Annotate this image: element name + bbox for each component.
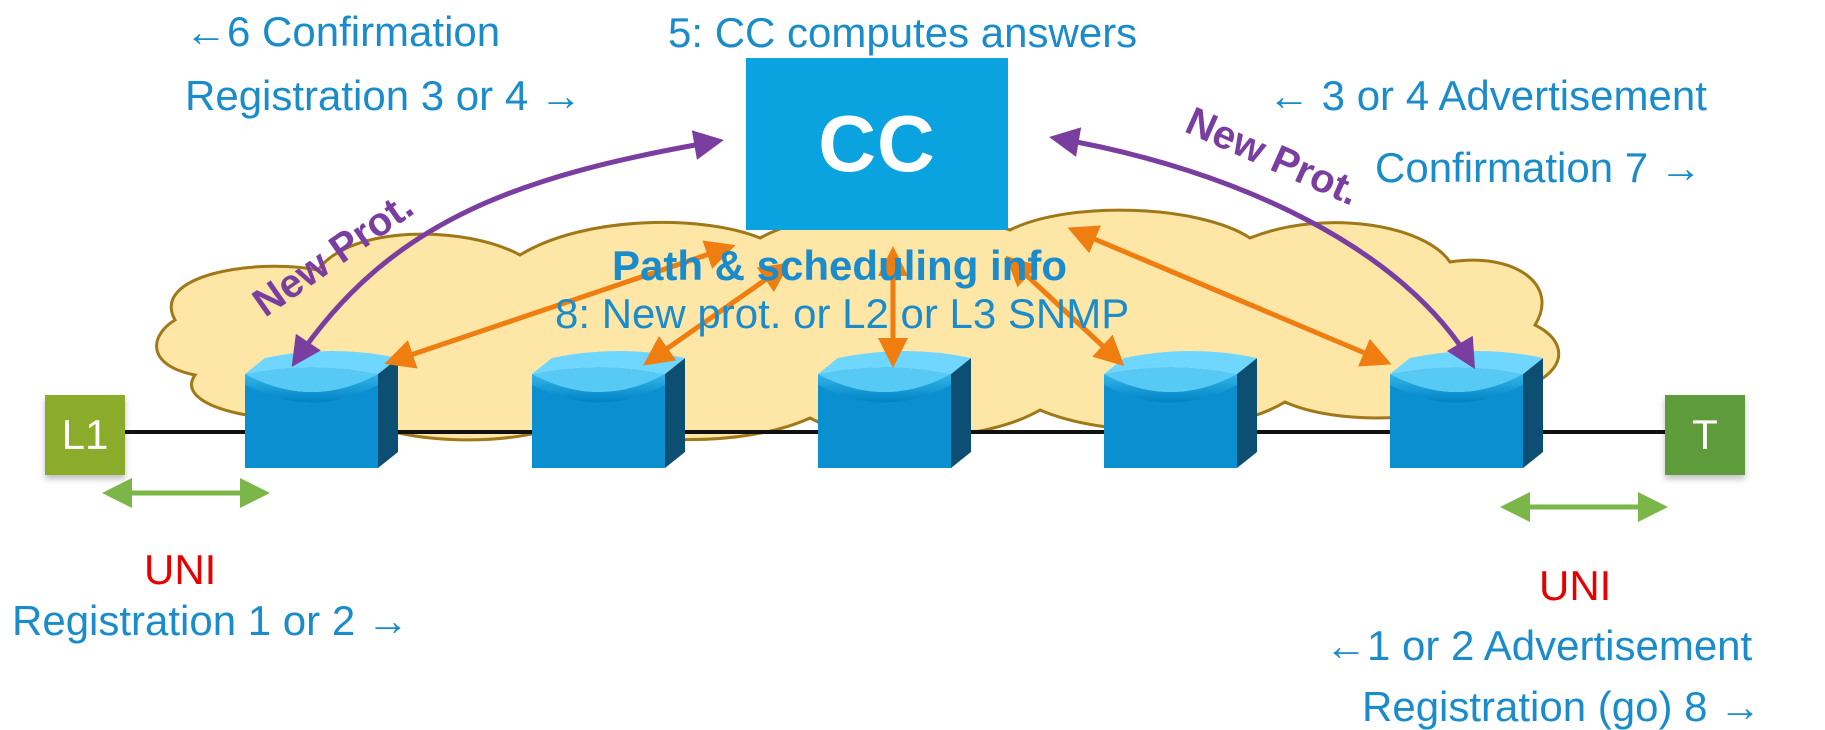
left-endpoint-label: L1 xyxy=(61,411,109,458)
right-uni-label: UNI xyxy=(1539,562,1612,609)
right-confirmation-label: Confirmation 7 → xyxy=(1375,144,1702,191)
cc-controller-box: CC xyxy=(746,58,1008,230)
right-endpoint-node: T xyxy=(1665,395,1745,475)
switch-icon xyxy=(245,351,398,468)
path-scheduling-info-label: Path & scheduling info xyxy=(612,242,1068,289)
cc-controller-label: CC xyxy=(818,99,936,188)
left-registration-label: Registration 3 or 4 → xyxy=(185,72,582,119)
right-advertisement-label-bottom: ←1 or 2 Advertisement xyxy=(1325,622,1753,669)
switch-icon xyxy=(1104,351,1257,468)
right-endpoint-label: T xyxy=(1692,411,1718,458)
right-advertisement-label: ← 3 or 4 Advertisement xyxy=(1268,72,1707,119)
left-protocol-arrow xyxy=(291,130,724,367)
left-endpoint-node: L1 xyxy=(45,395,125,475)
left-registration-label-bottom: Registration 1 or 2 → xyxy=(12,597,409,644)
cc-compute-label: 5: CC computes answers xyxy=(668,9,1138,56)
switch-icon xyxy=(532,351,685,468)
right-registration-label-bottom: Registration (go) 8 → xyxy=(1362,683,1762,730)
right-protocol-arrow xyxy=(1049,127,1476,370)
configuration-protocol-label: 8: New prot. or L2 or L3 SNMP xyxy=(555,290,1130,337)
switch-icon xyxy=(1390,351,1543,468)
left-uni-label: UNI xyxy=(144,546,217,593)
left-confirmation-label: ←6 Confirmation xyxy=(185,8,501,55)
switch-icon xyxy=(818,351,971,468)
